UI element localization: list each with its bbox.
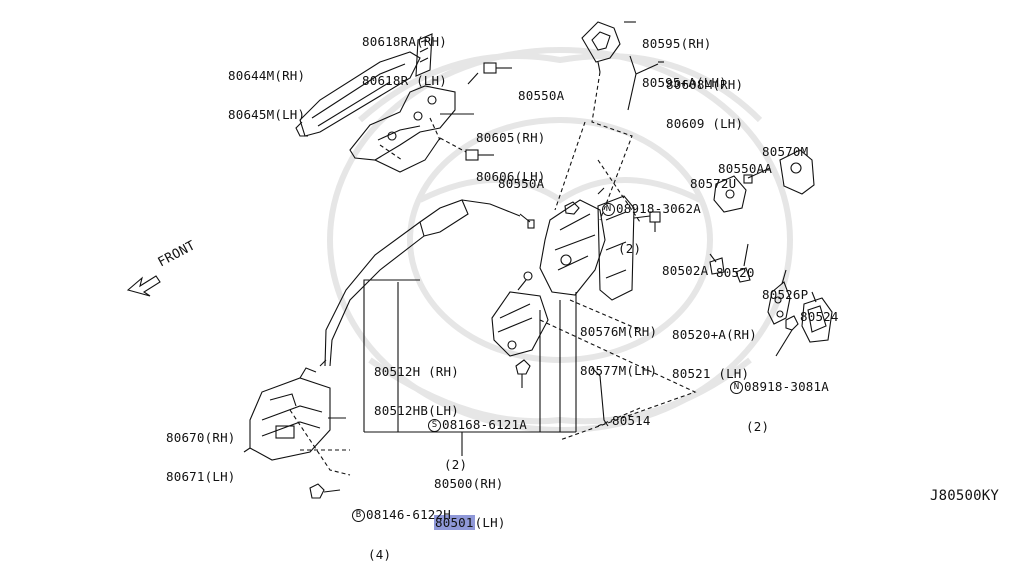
label-80618-line1: 80618RA(RH) [362,34,447,49]
label-80514: 80514 [612,388,651,453]
label-80520a: 80520+A(RH) 80521 (LH) [672,302,757,406]
callout-leaders [328,21,817,419]
label-80570-line1: 80570M [762,144,809,159]
handle-gasket [415,33,433,77]
label-80605: 80605(RH) 80606(LH) [476,105,546,209]
label-80595-line1: 80595(RH) [642,36,712,51]
shim-80572u [713,175,747,213]
label-80644-line2: 80645M(LH) [228,107,306,122]
diagram-code: J80500KY [930,488,1000,504]
label-80670-line2: 80671(LH) [166,469,236,484]
label-80550aa-line1: 80550AA [718,161,773,176]
clip-80520 [709,257,751,283]
label-80608: 80608M(RH) 80609 (LH) [666,52,743,156]
release-cable [324,199,535,367]
label-08146-part: 08146-6122H [366,507,451,522]
label-08918-3062a-qty: (2) [618,241,642,256]
n-prefix-icon: N [730,381,743,394]
link-rod-upper [627,55,659,111]
label-80512: 80512H (RH) 80512HB(LH) [374,339,459,443]
label-80524-line1: 80524 [800,309,839,324]
key-cylinder-80524 [801,297,833,343]
label-80595: 80595(RH) 80595+A(LH) [642,11,727,115]
label-80502a-line1: 80502A [662,263,709,278]
bracket-lines [363,279,577,456]
label-80644: 80644M(RH) 80645M(LH) [228,43,305,147]
label-80526: 80526P [762,262,808,327]
label-80520a-line2: 80521 (LH) [672,366,750,381]
door-latch [243,359,351,476]
parts-diagram: 80618RA(RH) 80618R (LH) 80644M(RH) 80645… [126,9,1000,561]
label-80550a-top-line1: 80550A [518,88,565,103]
label-08146-qty: (4) [368,547,392,562]
label-80524: 80524 [800,284,839,349]
label-80500-line1: 80500(RH) [434,476,504,491]
label-80595-line2: 80595+A(LH) [642,75,727,90]
front-arrow [126,275,161,297]
label-80512-line1: 80512H (RH) [374,364,459,379]
lock-actuator-80512 [491,271,549,357]
label-08168-qty: (2) [444,457,468,472]
bolt-08146 [309,483,341,499]
outside-handle [295,51,421,137]
diagram-drawing [126,21,833,499]
label-80550aa: 80550AA [718,136,772,201]
label-80576-line1: 80576M(RH) [580,324,658,339]
label-80572-line1: 80572U [690,176,737,191]
inside-handle [581,21,621,73]
label-80644-line1: 80644M(RH) [228,68,306,83]
bolt-80502a [633,211,661,232]
nut-3081a [785,315,799,331]
label-80670-line1: 80670(RH) [166,430,236,445]
leader-lines [554,71,641,223]
lock-bracket [597,195,635,301]
screw-08168 [515,359,531,388]
label-80550a-mid: 80550A [498,151,544,216]
label-80502a: 80502A [662,238,708,303]
label-80576-line2: 80577M(LH) [580,363,658,378]
label-80605-line1: 80605(RH) [476,130,546,145]
s-prefix-icon: S [428,419,441,432]
gasket-80526p [767,281,791,325]
label-80520-line1: 80520 [716,265,755,280]
label-80520a-line1: 80520+A(RH) [672,327,757,342]
label-08918-3081a-part: 08918-3081A [744,379,829,394]
label-80605-line2: 80606(LH) [476,169,546,184]
label-80576: 80576M(RH) 80577M(LH) [580,299,657,403]
n-prefix-icon: N [602,203,615,216]
label-80570: 80570M [762,119,808,184]
bolt-top [467,62,512,85]
label-80512-line2: 80512HB(LH) [374,403,459,418]
label-80514-line1: 80514 [612,413,651,428]
b-prefix-icon: B [352,509,365,522]
label-08918-3081a-qty: (2) [746,419,770,434]
label-08918-3062a-part: 08918-3062A [616,201,701,216]
bolt-mid [439,137,494,161]
label-80520: 80520 [716,240,755,305]
label-80550a-mid-line1: 80550A [498,176,545,191]
label-80608-line1: 80608M(RH) [666,77,744,92]
door-lock-actuator [539,199,606,296]
screw-80550aa [743,167,771,184]
label-80526-line1: 80526P [762,287,809,302]
label-80670: 80670(RH) 80671(LH) [166,405,236,509]
handle-bracket [349,85,456,173]
label-80618-line2: 80618R (LH) [362,73,447,88]
label-08168-part: 08168-6121A [442,417,527,432]
striker-80570m [779,149,815,195]
label-80501-side: (LH) [474,515,506,530]
label-80608-line2: 80609 (LH) [666,116,744,131]
label-80572: 80572U [690,151,736,216]
label-80550a-top: 80550A [518,63,564,128]
assembly-outline [539,299,697,441]
nut-3062a [564,201,580,215]
label-80618: 80618RA(RH) 80618R (LH) [362,9,447,113]
